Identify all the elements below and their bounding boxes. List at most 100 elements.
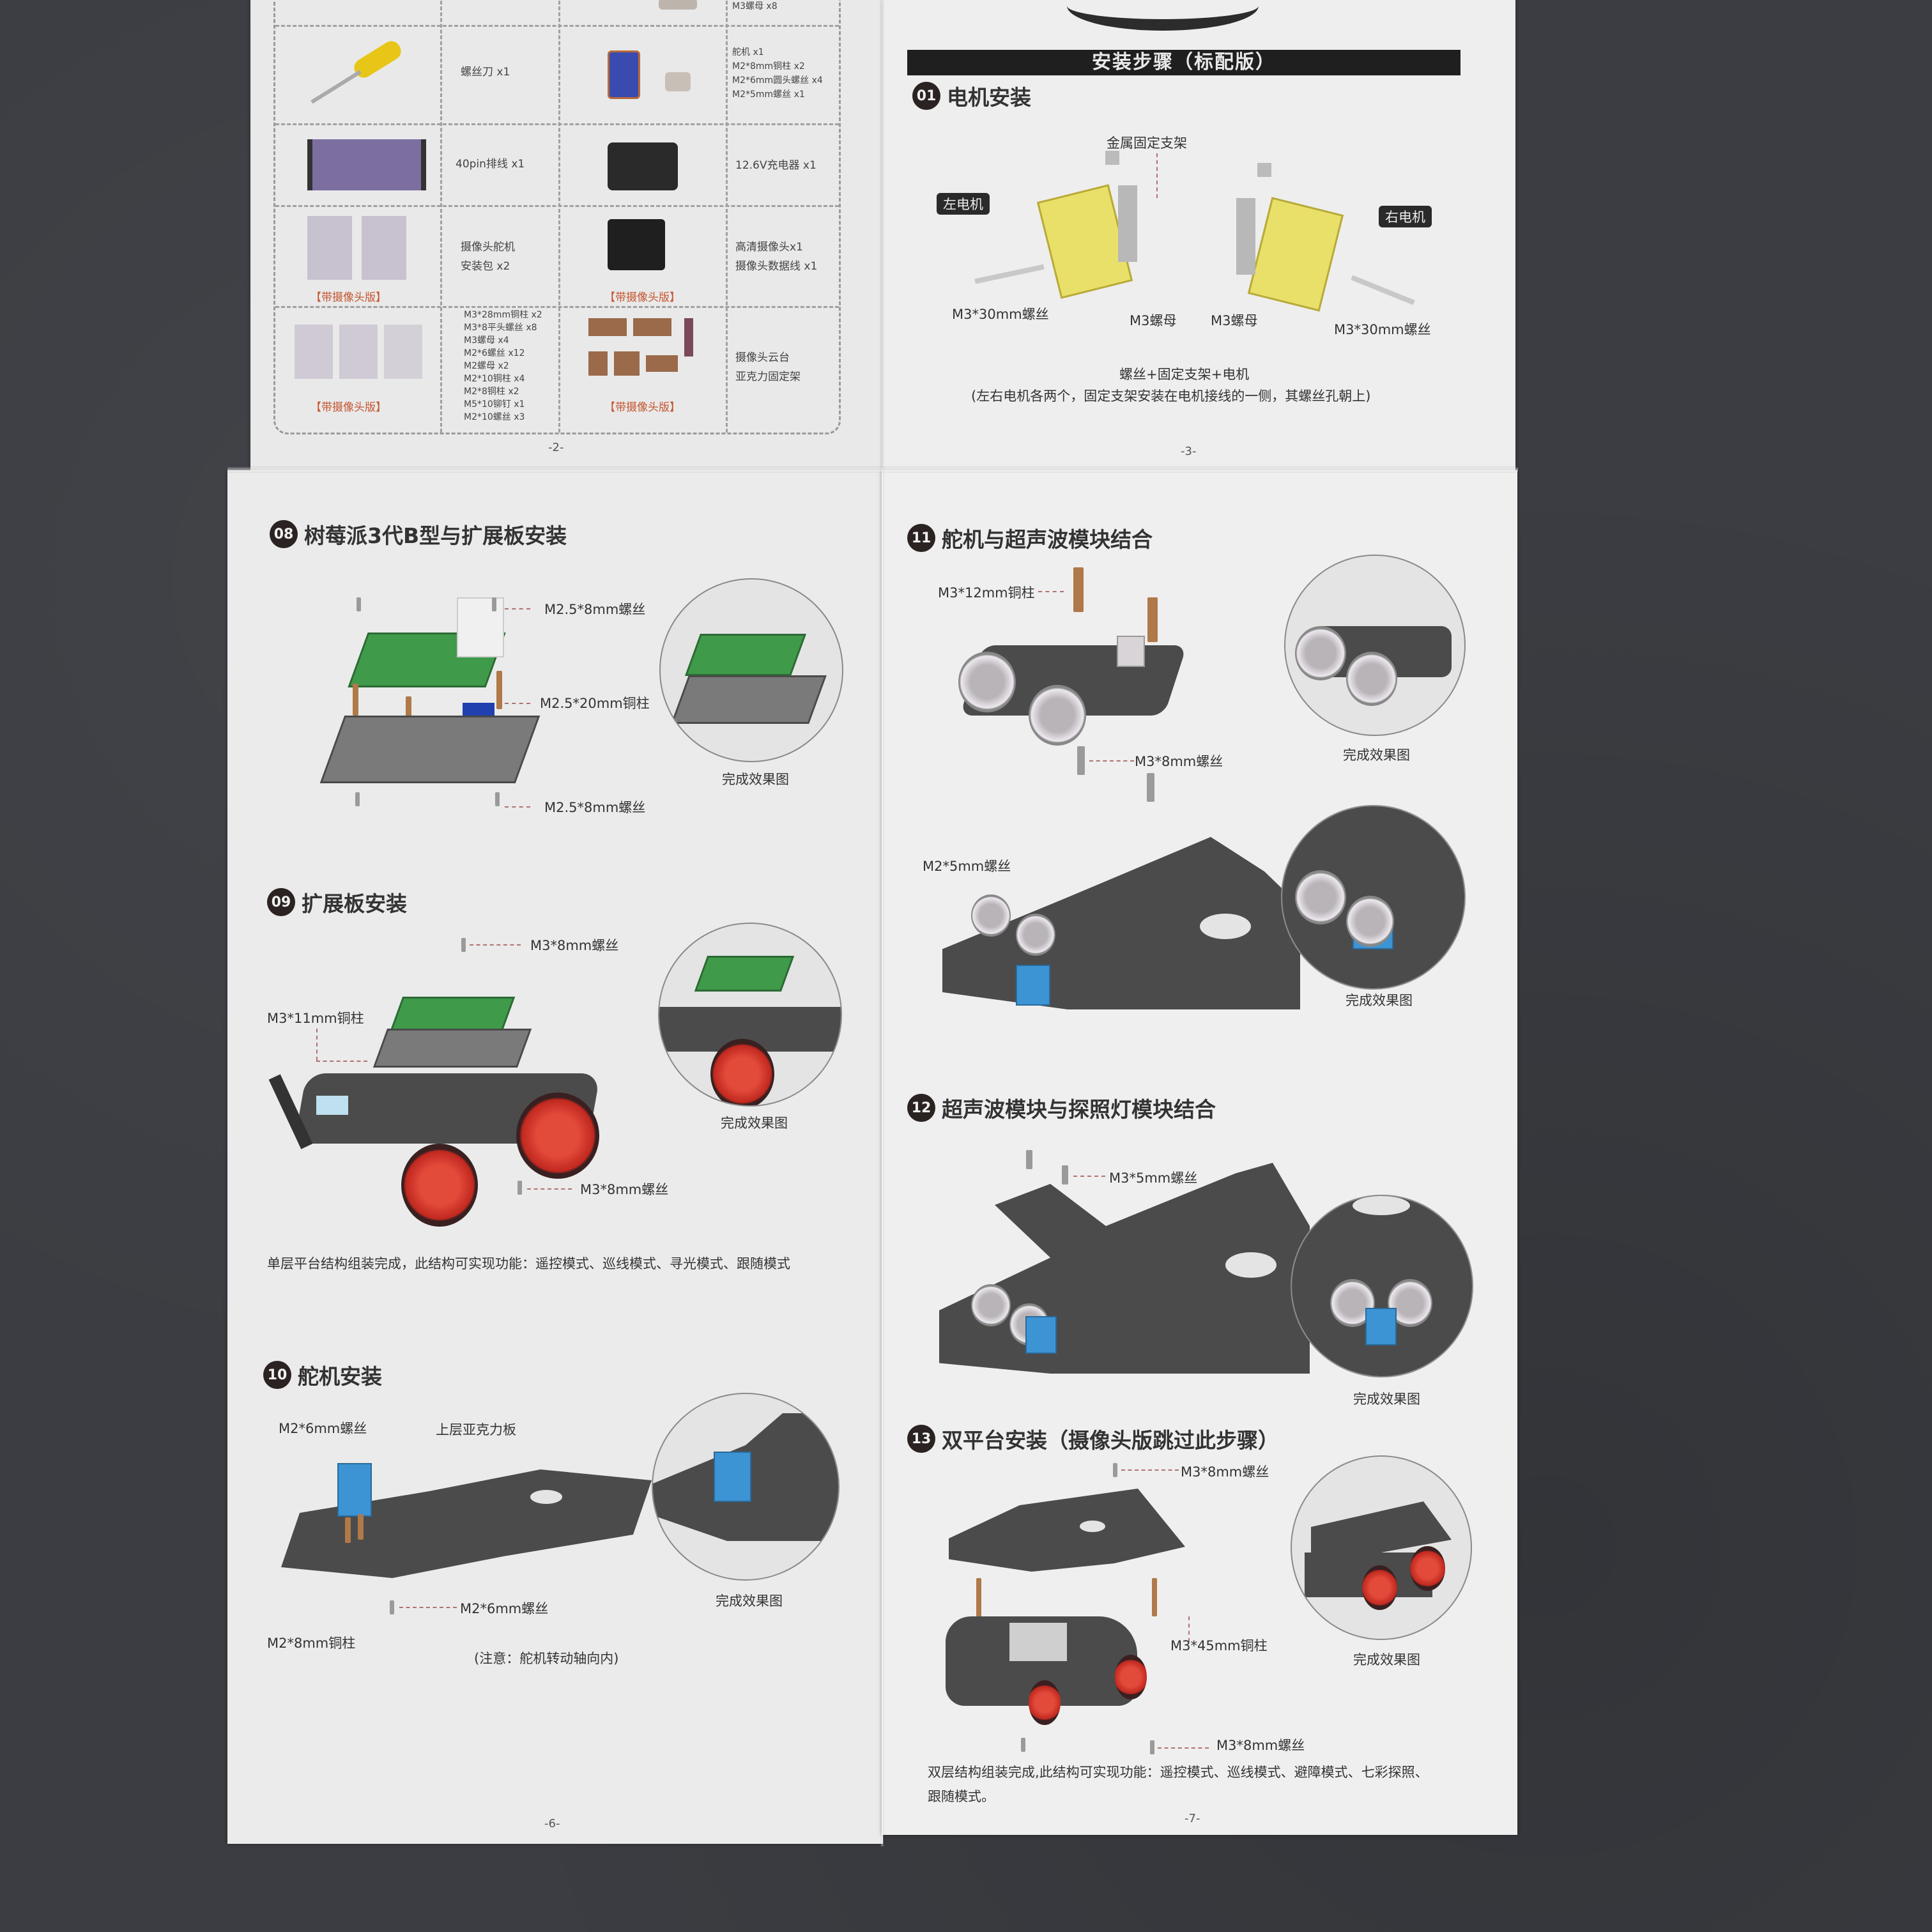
ultrasonic-sensor-image bbox=[971, 894, 1011, 937]
screwdriver-image bbox=[301, 38, 416, 111]
servo-image bbox=[1016, 965, 1050, 1006]
standoff-image bbox=[358, 1514, 364, 1540]
wheel-image bbox=[1115, 1655, 1147, 1699]
servo-image bbox=[1025, 1316, 1057, 1354]
part-label: M2*8mm铜柱 bbox=[267, 1636, 356, 1651]
result-caption: 完成效果图 bbox=[716, 1593, 783, 1609]
step-title: 扩展板安装 bbox=[302, 891, 407, 916]
usb-ports-image bbox=[457, 597, 504, 657]
step-12-heading: 12 超声波模块与探照灯模块结合 bbox=[907, 1092, 1216, 1123]
plate-hole bbox=[1225, 1252, 1276, 1278]
camera-servo-pack-image bbox=[307, 216, 410, 280]
page-number: -7- bbox=[1184, 1812, 1200, 1825]
table-cell: 摄像头舵机 安装包 x2 bbox=[461, 240, 515, 274]
wheel-image bbox=[1410, 1546, 1445, 1591]
list-item: M5*10铆钉 x1 bbox=[464, 399, 525, 410]
result-caption: 完成效果图 bbox=[1353, 1392, 1420, 1407]
part-label: M3*8mm螺丝 bbox=[1216, 1738, 1305, 1753]
wheel-image bbox=[1362, 1565, 1397, 1610]
raspberry-pi-board bbox=[684, 634, 807, 676]
step-title: 双平台安装（摄像头版跳过此步骤） bbox=[942, 1428, 1279, 1453]
screw-image bbox=[492, 597, 496, 611]
result-circle bbox=[1284, 555, 1466, 736]
part-label: M3*11mm铜柱 bbox=[267, 1011, 364, 1026]
servo-mount-image bbox=[1117, 636, 1145, 667]
list-item: M2螺母 x2 bbox=[464, 361, 509, 371]
standoff-image bbox=[976, 1578, 981, 1629]
expansion-board bbox=[671, 675, 827, 724]
left-motor-tag: 左电机 bbox=[937, 193, 990, 215]
part-label: M3*8mm螺丝 bbox=[1181, 1464, 1269, 1480]
step-09-heading: 09 扩展板安装 bbox=[267, 887, 407, 917]
wheel-image bbox=[401, 1144, 478, 1227]
raspberry-pi-board bbox=[694, 956, 795, 992]
step-11-heading: 11 舵机与超声波模块结合 bbox=[907, 523, 1153, 553]
right-motor-tag: 右电机 bbox=[1379, 206, 1432, 227]
step-number-badge: 08 bbox=[270, 520, 298, 548]
table-divider bbox=[558, 0, 560, 433]
section-title-band: 安装步骤（标配版） bbox=[907, 50, 1460, 75]
plate-hole bbox=[530, 1490, 562, 1504]
bracket-label: 金属固定支架 bbox=[1107, 135, 1187, 151]
ultrasonic-sensor-image bbox=[1016, 914, 1055, 956]
table-cell: 螺丝刀 x1 bbox=[461, 66, 510, 79]
servo-image bbox=[714, 1452, 751, 1502]
step-10-heading: 10 舵机安装 bbox=[263, 1360, 382, 1390]
page-number: -6- bbox=[544, 1817, 560, 1830]
screw-bags-image bbox=[295, 325, 422, 379]
ultrasonic-sensor-image bbox=[971, 1284, 1011, 1326]
list-item: M3螺母 x4 bbox=[464, 335, 509, 346]
list-item: 舵机 x1 bbox=[732, 47, 764, 57]
servo-kit-list: 舵机 x1 M2*8mm铜柱 x2 M2*6mm圆头螺丝 x4 M2*5mm螺丝… bbox=[732, 45, 823, 102]
step-01-heading: 01 电机安装 bbox=[912, 80, 1031, 111]
screw-image bbox=[1147, 773, 1154, 802]
step-number-badge: 13 bbox=[907, 1425, 935, 1453]
step-title: 超声波模块与探照灯模块结合 bbox=[942, 1097, 1216, 1122]
leader-line bbox=[1158, 1747, 1209, 1749]
hardware-list: M3*28mm铜柱 x2 M3*8平头螺丝 x8 M3螺母 x4 M2*6螺丝 … bbox=[464, 309, 542, 424]
part-label: M3*5mm螺丝 bbox=[1109, 1170, 1198, 1186]
list-item: M2*5mm螺丝 x1 bbox=[732, 89, 805, 100]
kit-parts-table: M3螺母 x8 螺丝刀 x1 舵机 x1 M2*8mm铜柱 x2 M2*6mm圆… bbox=[273, 0, 841, 434]
standoff-image bbox=[353, 684, 358, 716]
part-label: M2*6mm螺丝 bbox=[460, 1601, 549, 1616]
table-divider bbox=[726, 0, 728, 433]
screw-image bbox=[355, 792, 360, 806]
raspberry-pi-board bbox=[389, 997, 516, 1032]
table-divider bbox=[275, 123, 839, 125]
step-title: 舵机安装 bbox=[298, 1364, 382, 1389]
step-08-heading: 08 树莓派3代B型与扩展板安装 bbox=[270, 519, 567, 549]
leader-line bbox=[527, 1188, 572, 1190]
step-number-badge: 09 bbox=[267, 888, 295, 916]
standoff-image bbox=[345, 1517, 351, 1543]
screw-label: M3*30mm螺丝 bbox=[952, 307, 1049, 322]
ultrasonic-sensor-image bbox=[1346, 896, 1394, 947]
leader-line bbox=[1121, 1469, 1179, 1471]
part-label: M2*6mm螺丝 bbox=[279, 1421, 367, 1436]
plate-hole bbox=[1200, 914, 1251, 939]
leader-line bbox=[316, 1061, 367, 1062]
page-3 bbox=[883, 0, 1515, 471]
screw-image bbox=[1113, 1463, 1117, 1477]
leader-line bbox=[1089, 760, 1134, 762]
camera-version-tag: 【带摄像头版】 bbox=[604, 401, 680, 414]
step-title: 树莓派3代B型与扩展板安装 bbox=[304, 523, 567, 548]
expansion-board bbox=[372, 1029, 532, 1068]
screw-image bbox=[495, 792, 500, 806]
screw-image bbox=[1062, 1165, 1068, 1184]
upper-acrylic-plate bbox=[1292, 1196, 1472, 1376]
screw-image bbox=[1150, 1740, 1154, 1754]
wheel-image bbox=[1029, 1680, 1061, 1725]
result-circle bbox=[1281, 805, 1466, 990]
list-item: 高清摄像头x1 bbox=[735, 241, 803, 254]
screw-image bbox=[461, 938, 466, 952]
screw-image bbox=[1021, 1738, 1025, 1752]
list-item: M2*10螺丝 x3 bbox=[464, 412, 525, 422]
hd-camera-image bbox=[608, 219, 665, 270]
acrylic-parts-image bbox=[588, 318, 716, 382]
table-cell: M3螺母 x8 bbox=[732, 1, 778, 12]
result-circle bbox=[659, 578, 843, 762]
nut-label: M3螺母 bbox=[1130, 313, 1177, 328]
step-number-badge: 11 bbox=[907, 524, 935, 552]
result-circle bbox=[1291, 1455, 1472, 1640]
